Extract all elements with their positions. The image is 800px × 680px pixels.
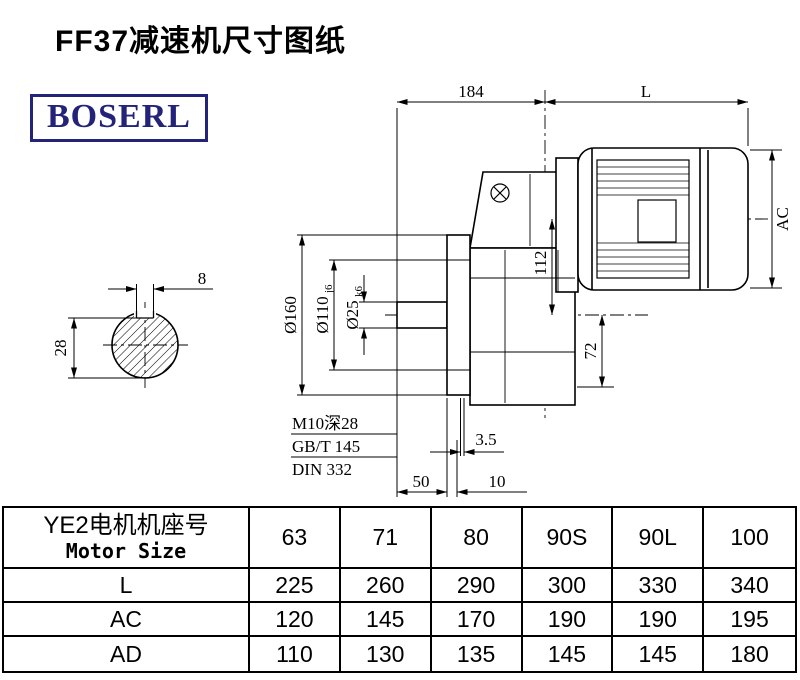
dim-label-d160: Ø160 — [281, 296, 300, 334]
table-cell: 225 — [250, 569, 341, 603]
motor-fins — [597, 166, 689, 272]
table-cell: 340 — [704, 569, 795, 603]
note-thread: M10深28 — [292, 414, 358, 433]
table-cell: 300 — [522, 569, 614, 603]
column-header-90s: 90S — [522, 508, 614, 569]
table-cell: 260 — [340, 569, 432, 603]
motor-size-label-en: Motor Size — [65, 538, 187, 563]
dimension-lines — [68, 99, 782, 497]
table-cell: 145 — [340, 603, 432, 637]
table-cell: 170 — [431, 603, 523, 637]
dim-label-72: 72 — [581, 343, 600, 360]
table-header-motor-size: YE2电机机座号 Motor Size — [4, 508, 250, 569]
row-label-AC: AC — [4, 603, 250, 637]
dim-label-d25-tolerance: k6 — [353, 286, 365, 298]
column-header-71: 71 — [340, 508, 432, 569]
motor-outline — [577, 147, 749, 291]
table-cell: 145 — [613, 637, 705, 671]
gearbox-outline — [396, 157, 579, 406]
motor-size-label-cn: YE2电机机座号 — [43, 512, 209, 540]
table-cell: 135 — [432, 637, 523, 671]
table-cell: 110 — [250, 637, 341, 671]
table-cell: 290 — [431, 569, 523, 603]
page-title: FF37减速机尺寸图纸 — [55, 25, 347, 58]
table-cell: 190 — [613, 603, 705, 637]
dim-label-AC: AC — [773, 207, 792, 231]
table-cell: 195 — [704, 603, 795, 637]
row-label-L: L — [4, 569, 250, 603]
dim-label-3-5: 3.5 — [475, 430, 496, 449]
table-cell: 180 — [730, 640, 769, 667]
dim-label-L: L — [641, 82, 651, 101]
table-cell: 120 — [250, 603, 341, 637]
boserl-logo: BOSERL — [30, 94, 208, 142]
note-din-standard: DIN 332 — [292, 460, 352, 479]
column-header-80: 80 — [431, 508, 523, 569]
dim-label-112: 112 — [531, 251, 550, 276]
dimension-labels: 184 L AC 8 28 Ø160 Ø110 j6 Ø25 k6 112 72… — [51, 82, 792, 491]
dim-label-184: 184 — [458, 82, 484, 101]
note-gb-standard: GB/T 145 — [292, 437, 360, 456]
table-cell: 190 — [522, 603, 614, 637]
dim-label-28: 28 — [51, 340, 70, 357]
column-header-90l: 90L — [613, 508, 705, 569]
bolt-icon — [490, 183, 510, 203]
dim-label-d110: Ø110 — [313, 296, 332, 333]
table-cell: 330 — [613, 569, 705, 603]
dim-label-d25: Ø25 — [343, 300, 362, 329]
column-header-100: 100 — [704, 508, 795, 569]
dim-label-50: 50 — [413, 472, 430, 491]
column-header-63: 63 — [250, 508, 341, 569]
table-cell: 145 — [523, 637, 614, 671]
dim-label-8: 8 — [198, 269, 207, 288]
dim-label-10: 10 — [489, 472, 506, 491]
row-label-AD: AD — [4, 637, 250, 671]
dim-label-d110-tolerance: j6 — [323, 284, 335, 294]
technical-drawing: 184 L AC 8 28 Ø160 Ø110 j6 Ø25 k6 112 72… — [51, 82, 792, 497]
dimension-table: YE2电机机座号 Motor Size 63 71 80 90S 90L 100… — [2, 506, 797, 673]
table-cell: 130 — [341, 637, 432, 671]
